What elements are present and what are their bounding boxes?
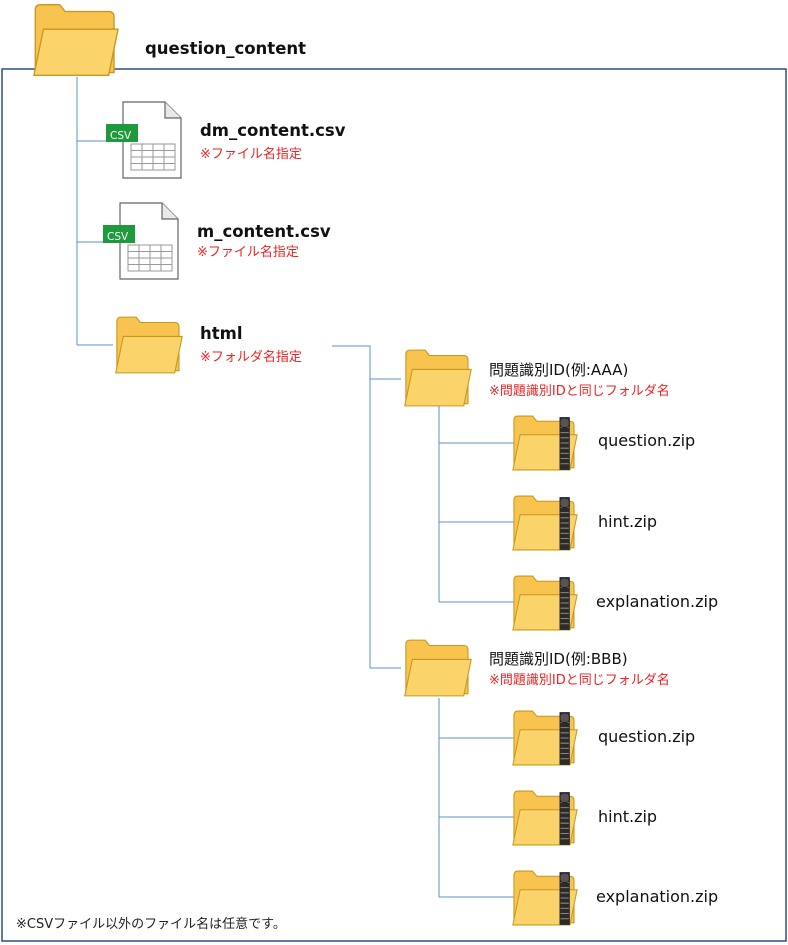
connector-problem-b bbox=[438, 698, 514, 898]
connector-html bbox=[332, 345, 401, 669]
zip-folder-icon bbox=[512, 495, 578, 551]
folder-note: ※問題識別IDと同じフォルダ名 bbox=[489, 383, 670, 399]
folder-note: ※問題識別IDと同じフォルダ名 bbox=[489, 672, 670, 688]
zip-folder-icon bbox=[512, 415, 578, 471]
file-name: m_content.csv bbox=[197, 222, 331, 241]
folder-html[interactable]: html ※フォルダ名指定 bbox=[115, 316, 302, 374]
folder-icon bbox=[404, 639, 472, 697]
zip-folder-icon bbox=[512, 790, 578, 846]
folder-icon bbox=[115, 316, 183, 374]
csv-badge: CSV bbox=[107, 231, 129, 243]
file-note: ※ファイル名指定 bbox=[197, 244, 299, 260]
folder-name: 問題識別ID(例:AAA) bbox=[489, 361, 628, 379]
zip-name: question.zip bbox=[598, 431, 695, 450]
root-folder-label: question_content bbox=[145, 39, 306, 58]
file-m-content[interactable]: CSV m_content.csv ※ファイル名指定 bbox=[102, 202, 331, 280]
folder-name: html bbox=[200, 324, 242, 343]
connector-problem-a bbox=[438, 405, 514, 603]
folder-problem-a[interactable]: 問題識別ID(例:AAA) ※問題識別IDと同じフォルダ名 bbox=[404, 349, 670, 407]
container-border bbox=[1, 68, 787, 942]
connector-root bbox=[76, 77, 113, 346]
zip-a-question[interactable]: question.zip bbox=[512, 415, 695, 471]
zip-name: explanation.zip bbox=[596, 887, 718, 906]
zip-name: explanation.zip bbox=[596, 592, 718, 611]
zip-name: hint.zip bbox=[598, 512, 657, 531]
file-name: dm_content.csv bbox=[200, 121, 346, 140]
file-note: ※ファイル名指定 bbox=[200, 146, 302, 162]
root-folder-icon[interactable] bbox=[33, 3, 119, 77]
zip-a-hint[interactable]: hint.zip bbox=[512, 495, 657, 551]
zip-folder-icon bbox=[512, 870, 578, 926]
zip-name: question.zip bbox=[598, 727, 695, 746]
footer-note: ※CSVファイル以外のファイル名は任意です。 bbox=[16, 916, 286, 932]
zip-a-explanation[interactable]: explanation.zip bbox=[512, 575, 718, 631]
zip-folder-icon bbox=[512, 575, 578, 631]
folder-note: ※フォルダ名指定 bbox=[200, 349, 302, 365]
folder-icon bbox=[404, 349, 472, 407]
tree-connectors bbox=[76, 77, 514, 898]
zip-b-hint[interactable]: hint.zip bbox=[512, 790, 657, 846]
csv-badge: CSV bbox=[110, 130, 132, 142]
zip-b-question[interactable]: question.zip bbox=[512, 710, 695, 766]
folder-name: 問題識別ID(例:BBB) bbox=[489, 650, 628, 668]
file-dm-content[interactable]: CSV dm_content.csv ※ファイル名指定 bbox=[105, 101, 346, 179]
zip-name: hint.zip bbox=[598, 807, 657, 826]
zip-b-explanation[interactable]: explanation.zip bbox=[512, 870, 718, 926]
folder-problem-b[interactable]: 問題識別ID(例:BBB) ※問題識別IDと同じフォルダ名 bbox=[404, 639, 670, 697]
zip-folder-icon bbox=[512, 710, 578, 766]
